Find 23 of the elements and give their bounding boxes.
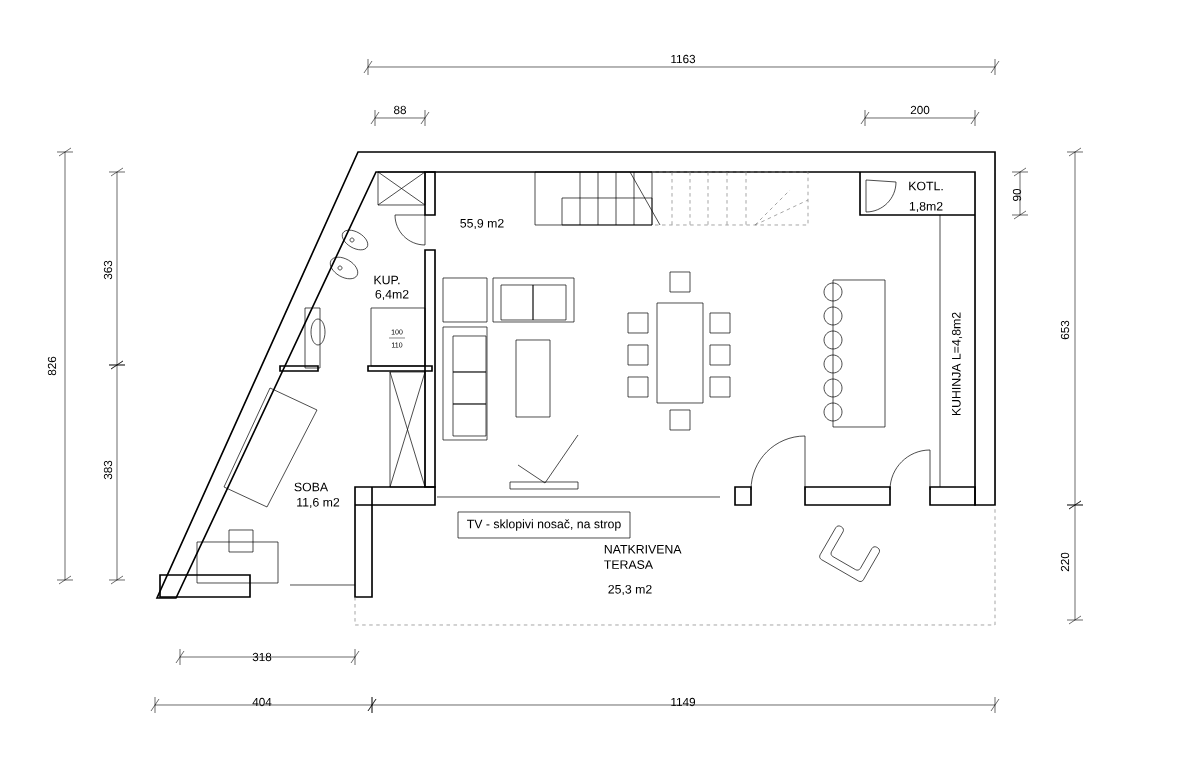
note-box: TV - sklopivi nosač, na strop [457, 511, 631, 539]
dimension-label: 200 [910, 105, 930, 115]
room-label: KUP. [374, 275, 400, 285]
dimension-label: 404 [252, 697, 272, 707]
room-label: NATKRIVENA TERASA [604, 545, 682, 569]
area-label: 55,9 m2 [460, 218, 504, 230]
dimension-label: 363 [103, 260, 113, 280]
dimension-label: 653 [1060, 320, 1070, 340]
room-label: KUHINJA L=4,8m2 [951, 312, 963, 416]
area-label: 25,3 m2 [608, 584, 652, 596]
area-label: 1,8m2 [909, 201, 943, 213]
dimension-label: 1163 [671, 54, 696, 64]
dimension-label: 220 [1060, 552, 1070, 572]
room-label: KOTL. [909, 181, 943, 191]
dimension-label: 88 [394, 105, 406, 115]
room-label: SOBA [294, 482, 329, 492]
dimension-label: 90 [1012, 188, 1022, 201]
dimension-label: 826 [47, 356, 57, 376]
dimension-label: 1149 [671, 697, 696, 707]
dimension-label: 318 [252, 652, 272, 662]
area-label: 11,6 m2 [297, 497, 340, 509]
area-label: 6,4m2 [375, 289, 409, 301]
dimension-label: 383 [103, 460, 113, 480]
